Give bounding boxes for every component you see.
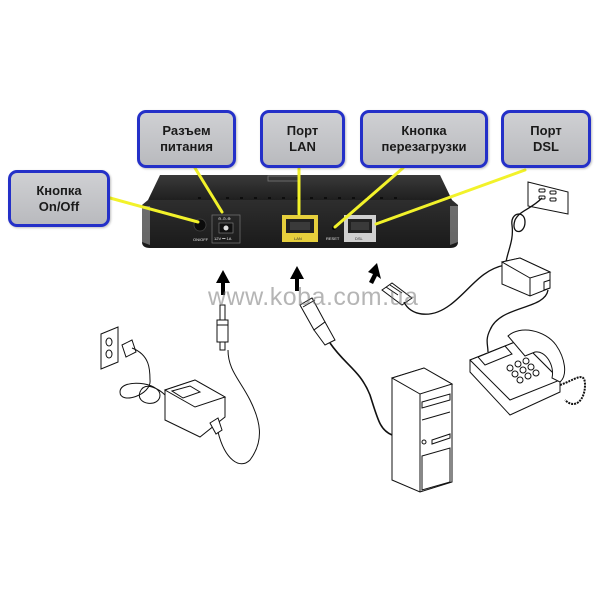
polarity-label: ⊖-⊙-⊕ bbox=[218, 216, 231, 221]
phone-wall-jack bbox=[505, 181, 569, 263]
callout-dsl-text: Порт DSL bbox=[530, 123, 562, 154]
callout-onoff-text: Кнопка On/Off bbox=[36, 182, 82, 214]
callout-reset-text: Кнопка перезагрузки bbox=[381, 123, 467, 154]
onoff-label: ON/OFF bbox=[193, 237, 209, 242]
watermark: www.koba.com.ua bbox=[208, 283, 419, 311]
leader-onoff bbox=[108, 196, 200, 224]
callout-lan-text: Порт LAN bbox=[286, 123, 319, 154]
leader-power bbox=[193, 166, 224, 214]
callout-lan-port: Порт LAN bbox=[260, 110, 345, 168]
arrow-power bbox=[216, 270, 230, 295]
insert-arrows bbox=[216, 263, 381, 295]
rj11-plug bbox=[381, 264, 506, 315]
lan-label: LAN bbox=[294, 236, 302, 241]
reset-label: RESET bbox=[326, 236, 340, 241]
callout-onoff-button: Кнопка On/Off bbox=[8, 170, 110, 227]
callout-dsl-port: Порт DSL bbox=[501, 110, 591, 168]
dsl-splitter bbox=[486, 257, 552, 353]
dsl-label: DSL bbox=[355, 236, 364, 241]
keypad bbox=[506, 357, 540, 384]
leader-dsl bbox=[374, 168, 527, 226]
callout-reset-button: Кнопка перезагрузки bbox=[360, 110, 488, 168]
ethernet-cable bbox=[299, 297, 393, 436]
computer bbox=[390, 367, 454, 493]
dc-power-plug bbox=[216, 304, 229, 351]
telephone bbox=[469, 329, 587, 416]
power-jack-frame bbox=[211, 214, 241, 244]
power-rating-label: 12V ⎓ 1A bbox=[214, 236, 232, 241]
callout-power-jack: Разъем питания bbox=[137, 110, 236, 168]
power-plug bbox=[121, 339, 137, 358]
callout-power-text: Разъем питания bbox=[160, 123, 213, 154]
arrow-lan bbox=[290, 266, 304, 291]
arrow-dsl bbox=[368, 263, 381, 284]
leader-reset bbox=[333, 166, 405, 229]
power-adapter bbox=[163, 349, 260, 465]
wall-outlet bbox=[100, 326, 166, 404]
leader-lines bbox=[108, 166, 527, 229]
